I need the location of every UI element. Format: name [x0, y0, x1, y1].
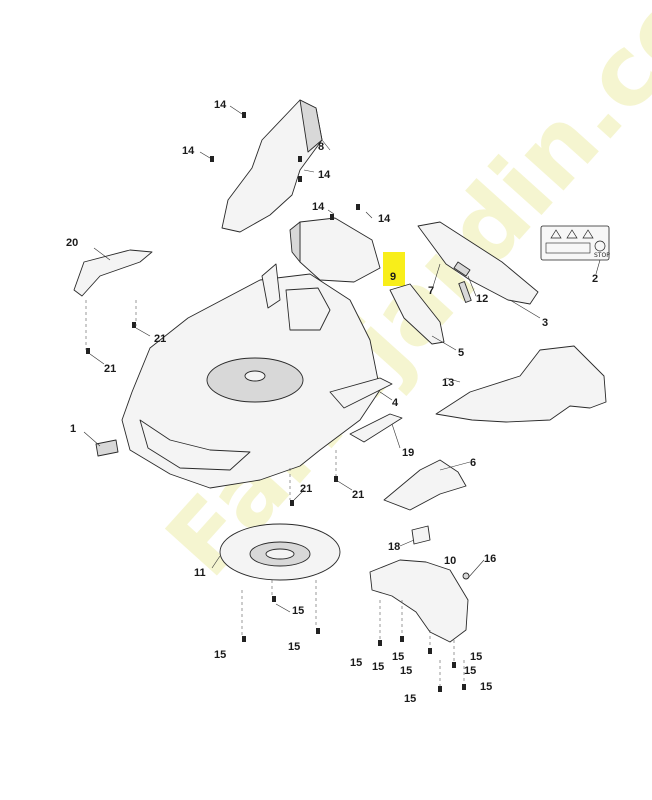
callout-15: 15 — [288, 641, 300, 653]
callout-21: 21 — [300, 483, 312, 495]
callout-9: 9 — [390, 271, 396, 283]
callout-21: 21 — [352, 489, 364, 501]
part-7-spring — [453, 261, 471, 277]
callout-15: 15 — [292, 605, 304, 617]
callout-21: 21 — [154, 333, 166, 345]
part-12-pin — [458, 281, 472, 303]
part-5-guide — [389, 283, 445, 345]
callout-14: 14 — [214, 99, 227, 111]
callout-19: 19 — [402, 447, 414, 459]
part-10-lower-bracket — [369, 559, 469, 643]
callout-11: 11 — [194, 567, 206, 579]
callout-15: 15 — [372, 661, 384, 673]
callout-21: 21 — [104, 363, 116, 375]
part-16-nut — [462, 572, 470, 580]
callout-15: 15 — [392, 651, 404, 663]
callout-1: 1 — [70, 423, 76, 435]
part-3-rear-flap — [417, 221, 539, 305]
callout-4: 4 — [392, 397, 399, 409]
callout-3: 3 — [542, 317, 548, 329]
part-13-grass-chute — [435, 345, 607, 423]
part-2-warning-decal: STOP — [540, 225, 610, 261]
callout-15: 15 — [400, 665, 412, 677]
callout-15: 15 — [480, 681, 492, 693]
callout-12: 12 — [476, 293, 488, 305]
part-9-cover — [289, 217, 381, 283]
callout-20: 20 — [66, 237, 78, 249]
part-6-deflector — [383, 459, 467, 511]
part-8-handle-bracket — [221, 99, 331, 233]
highlight-part-9 — [383, 252, 405, 286]
callout-6: 6 — [470, 457, 476, 469]
callout-labels: 14 14 8 14 14 14 20 9 7 12 2 3 21 21 5 1… — [66, 99, 598, 705]
callout-15: 15 — [464, 665, 476, 677]
deck-housing — [121, 263, 381, 489]
decal-stop-label: STOP — [594, 252, 610, 259]
callout-14: 14 — [182, 145, 195, 157]
callout-18: 18 — [388, 541, 400, 553]
callout-2: 2 — [592, 273, 598, 285]
callout-14: 14 — [318, 169, 331, 181]
callout-5: 5 — [458, 347, 464, 359]
callout-14: 14 — [378, 213, 391, 225]
screws — [86, 112, 466, 692]
part-1-plate — [95, 439, 119, 457]
leader-lines — [83, 105, 601, 686]
callout-15: 15 — [350, 657, 362, 669]
callout-14: 14 — [312, 201, 325, 213]
callout-7: 7 — [428, 285, 434, 297]
callout-13: 13 — [442, 377, 454, 389]
callout-16: 16 — [484, 553, 496, 565]
part-4-side-rail — [329, 377, 393, 409]
callout-10: 10 — [444, 555, 456, 567]
callout-8: 8 — [318, 141, 324, 153]
callout-15: 15 — [470, 651, 482, 663]
part-18-clip — [411, 525, 431, 545]
part-20-strip — [73, 249, 153, 297]
callout-15: 15 — [404, 693, 416, 705]
callout-15: 15 — [214, 649, 226, 661]
part-11-dish — [219, 523, 341, 581]
part-19-strip — [349, 413, 403, 443]
